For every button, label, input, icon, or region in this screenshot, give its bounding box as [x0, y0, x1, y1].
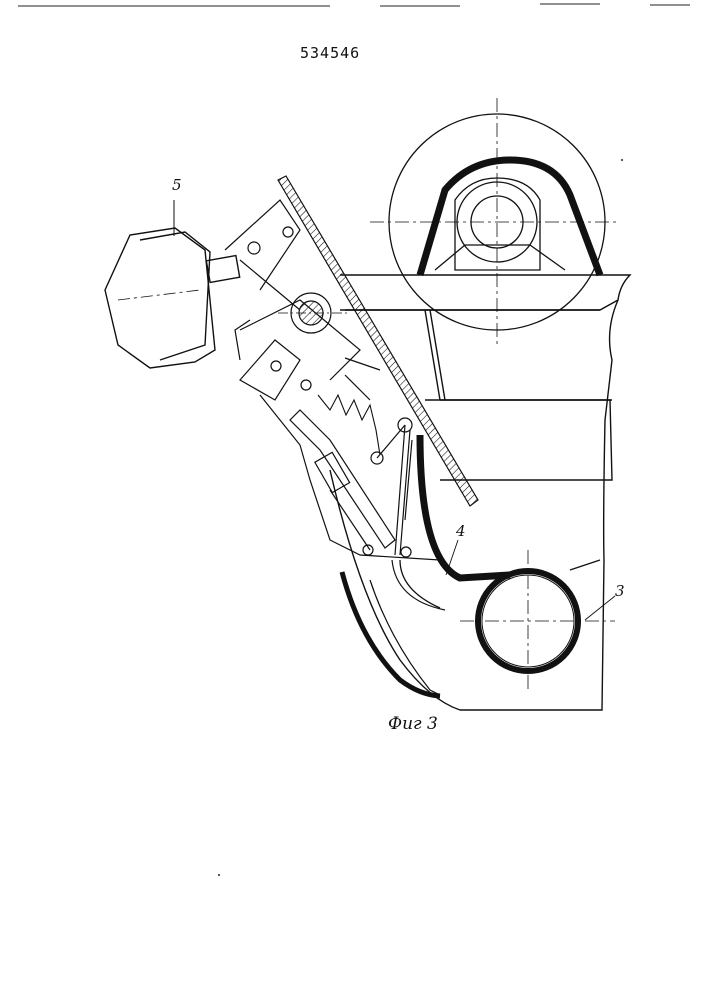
callout-label-5: 5 [172, 176, 182, 194]
figure-caption: Фиг 3 [388, 714, 438, 734]
patent-number: 534546 [300, 44, 360, 62]
callout-label-4: 4 [456, 522, 466, 540]
page-edge-marks [18, 4, 690, 6]
callout-label-3: 3 [615, 582, 625, 600]
housing-5 [105, 200, 240, 368]
drum-assembly [370, 98, 620, 345]
tube-3 [460, 550, 615, 690]
guide-channel-4 [405, 435, 510, 578]
